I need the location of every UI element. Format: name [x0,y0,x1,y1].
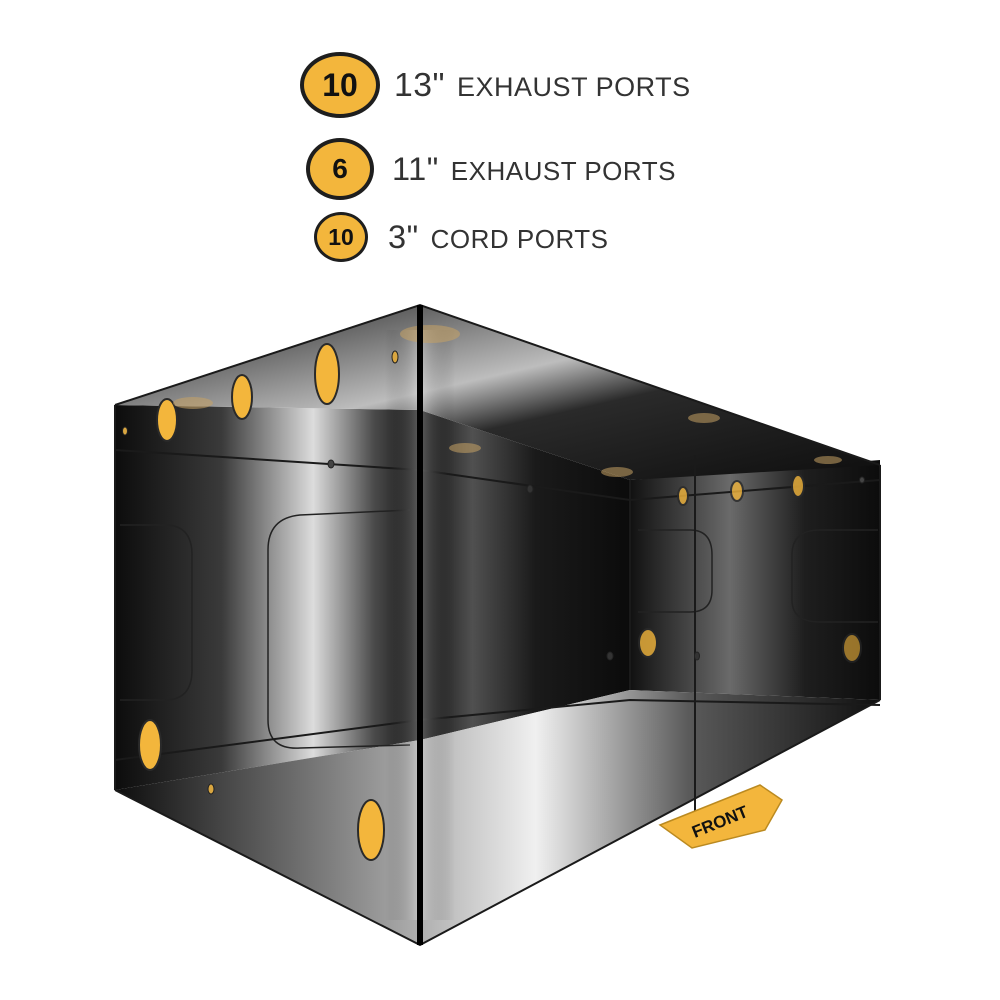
door-outline-left [120,524,193,701]
exhaust-port [400,325,460,343]
cord-port [391,350,399,364]
exhaust-port [842,633,862,663]
port-size: 3" [388,218,419,255]
count-badge: 10 [300,52,380,118]
exhaust-port [231,374,253,420]
cord-port [122,426,128,436]
exhaust-port [638,628,658,658]
exhaust-port [688,413,720,423]
port-size: 13" [394,65,446,104]
cord-port [526,484,534,494]
ceiling-ports [173,325,842,477]
cord-port [859,476,865,484]
cord-ports [122,350,865,795]
inner-right-wall [630,460,880,700]
legend-label: 11" EXHAUST PORTS [392,151,676,188]
exhaust-port [677,486,689,506]
port-type: CORD PORTS [430,223,609,254]
exhaust-port [791,474,805,498]
ceiling [115,305,880,480]
door-outline-back [638,529,713,613]
exhaust-port [173,397,213,409]
cord-port [694,651,700,661]
exhaust-port [357,799,385,861]
count-badge: 6 [306,138,374,200]
exhaust-port [814,456,842,464]
door-outline-right [791,529,878,623]
legend-label: 13" EXHAUST PORTS [394,66,691,105]
front-marker: FRONT [658,784,783,849]
port-type: EXHAUST PORTS [457,71,691,102]
door-outline-left-center [267,509,411,749]
legend-label: 3" CORD PORTS [388,219,609,256]
legend-item-3-cord: 10 3" CORD PORTS [314,212,609,262]
exhaust-port [156,398,178,442]
exhaust-port [730,480,744,502]
count-badge: 10 [314,212,368,262]
cord-port [207,783,215,795]
port-size: 11" [392,150,439,187]
legend-item-13-exhaust: 10 13" EXHAUST PORTS [300,52,691,118]
exhaust-ports [138,343,862,861]
exhaust-port [138,719,162,771]
cord-port [327,459,335,469]
floor [115,690,880,945]
legend-item-11-exhaust: 6 11" EXHAUST PORTS [306,138,676,200]
cord-port [606,651,614,661]
exhaust-port [449,443,481,453]
port-type: EXHAUST PORTS [450,155,676,186]
exhaust-port [314,343,340,405]
exhaust-port [601,467,633,477]
